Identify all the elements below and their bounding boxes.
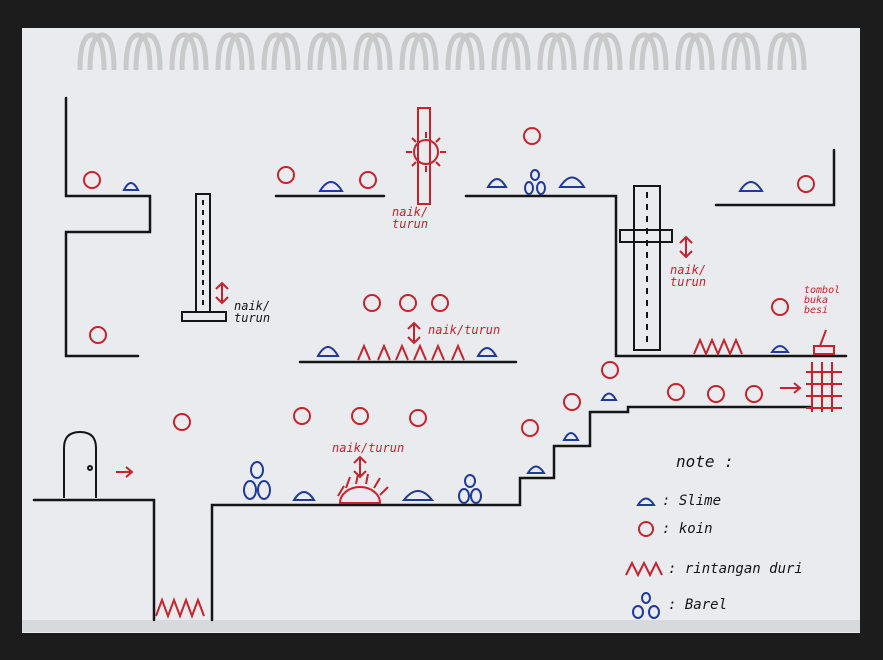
legend-title: note :	[676, 454, 734, 470]
button-note-label: tombol buka besi	[804, 286, 840, 316]
legend-slime: : Slime	[662, 494, 721, 508]
lift-top-label: naik/ turun	[392, 206, 428, 230]
legend-barrel: : Barel	[668, 598, 727, 612]
lift-middle-label: naik/turun	[428, 324, 500, 336]
legend-coin: : koin	[662, 522, 713, 536]
page-stack	[22, 620, 860, 632]
legend-spike: : rintangan duri	[668, 562, 803, 576]
lift-right-label: naik/ turun	[670, 264, 706, 288]
lift-bottom-label: naik/turun	[332, 442, 404, 454]
lift-left-label: naik/ turun	[234, 300, 270, 324]
